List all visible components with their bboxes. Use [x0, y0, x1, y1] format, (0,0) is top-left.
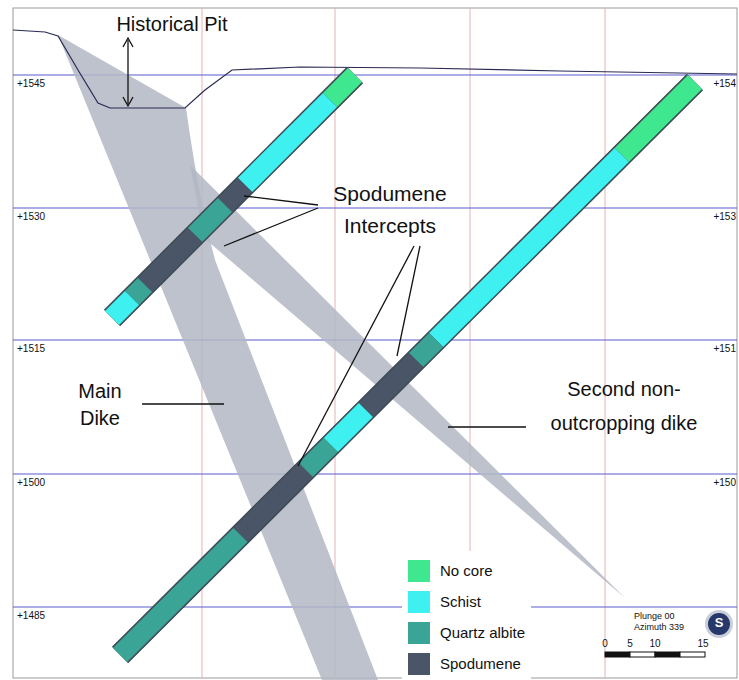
- logo-ring: [705, 610, 733, 638]
- core-interval: [416, 340, 436, 360]
- legend-row: Quartz albite: [408, 617, 525, 648]
- leader-line: [142, 403, 224, 404]
- elevation-label: +1515: [17, 343, 57, 355]
- legend-swatch: [408, 653, 430, 675]
- core-interval: [132, 285, 145, 298]
- grid-line: [605, 8, 606, 678]
- scale-segment: [655, 652, 680, 657]
- pit-depth-arrow: [127, 40, 128, 104]
- leader-line: [244, 196, 318, 205]
- leader-line: [397, 246, 420, 356]
- scale-number: 0: [595, 638, 615, 650]
- elevation-line: [13, 207, 737, 208]
- arrow-heads: [123, 38, 133, 106]
- elevation-label: +1545: [17, 78, 57, 90]
- elevation-label: +150: [696, 477, 736, 489]
- legend-text: Quartz albite: [440, 624, 525, 641]
- drill-hole-outline: [112, 75, 355, 318]
- logo-letter: S: [711, 616, 727, 631]
- core-interval: [240, 470, 305, 535]
- legend-text: Spodumene: [440, 655, 521, 672]
- core-interval: [622, 82, 695, 155]
- elevation-line: [13, 606, 737, 607]
- intercept-label: Spodumene Intercepts: [320, 178, 460, 241]
- core-interval: [245, 100, 330, 185]
- plunge-note: Plunge 00: [632, 611, 677, 621]
- elevation-line: [13, 473, 737, 474]
- core-interval: [120, 535, 240, 655]
- dike-label: Main Dike: [69, 378, 131, 432]
- frame: [13, 8, 737, 678]
- elevation-label: +151: [696, 343, 736, 355]
- core-interval: [330, 75, 355, 100]
- scale-segment: [630, 652, 655, 657]
- scale-segment: [680, 652, 705, 657]
- legend-swatch: [408, 591, 430, 613]
- ground-surface: [13, 30, 737, 108]
- core-interval: [225, 185, 245, 205]
- leader-line: [298, 246, 414, 466]
- legend-swatch: [408, 560, 430, 582]
- core-interval: [145, 235, 195, 285]
- elevation-line: [13, 339, 737, 340]
- main-dike: [58, 35, 378, 680]
- leader-lines: [123, 38, 526, 466]
- legend-row: No core: [408, 555, 525, 586]
- legend: No coreSchistQuartz albiteSpodumene: [402, 551, 531, 680]
- core-interval: [366, 360, 416, 410]
- logo: [708, 613, 730, 635]
- scale-number: 10: [645, 638, 665, 650]
- core-interval: [436, 155, 622, 340]
- elevation-label: +1500: [17, 477, 57, 489]
- elevation-label: +1485: [17, 610, 57, 622]
- scale-number: 5: [620, 638, 640, 650]
- scale-number: 15: [691, 638, 715, 650]
- legend-row: Schist: [408, 586, 525, 617]
- elevation-label: +154: [696, 78, 736, 90]
- legend-swatch: [408, 622, 430, 644]
- scale-segment: [605, 652, 630, 657]
- pit-label: Historical Pit: [113, 10, 231, 38]
- core-interval: [306, 445, 331, 470]
- legend-row: Spodumene: [408, 648, 525, 679]
- drill-hole-outline: [120, 82, 695, 655]
- leader-line: [448, 426, 526, 427]
- core-interval: [195, 205, 225, 235]
- core-interval: [112, 298, 132, 318]
- azimuth-note: Azimuth 339: [632, 622, 686, 632]
- scale-bar: [605, 652, 705, 657]
- elevation-label: +1530: [17, 211, 57, 223]
- elevation-label: +153: [696, 211, 736, 223]
- dike-label: Second non- outcropping dike: [538, 372, 710, 440]
- core-interval: [331, 410, 366, 445]
- leader-line: [224, 208, 318, 246]
- legend-text: Schist: [440, 593, 481, 610]
- legend-text: No core: [440, 562, 493, 579]
